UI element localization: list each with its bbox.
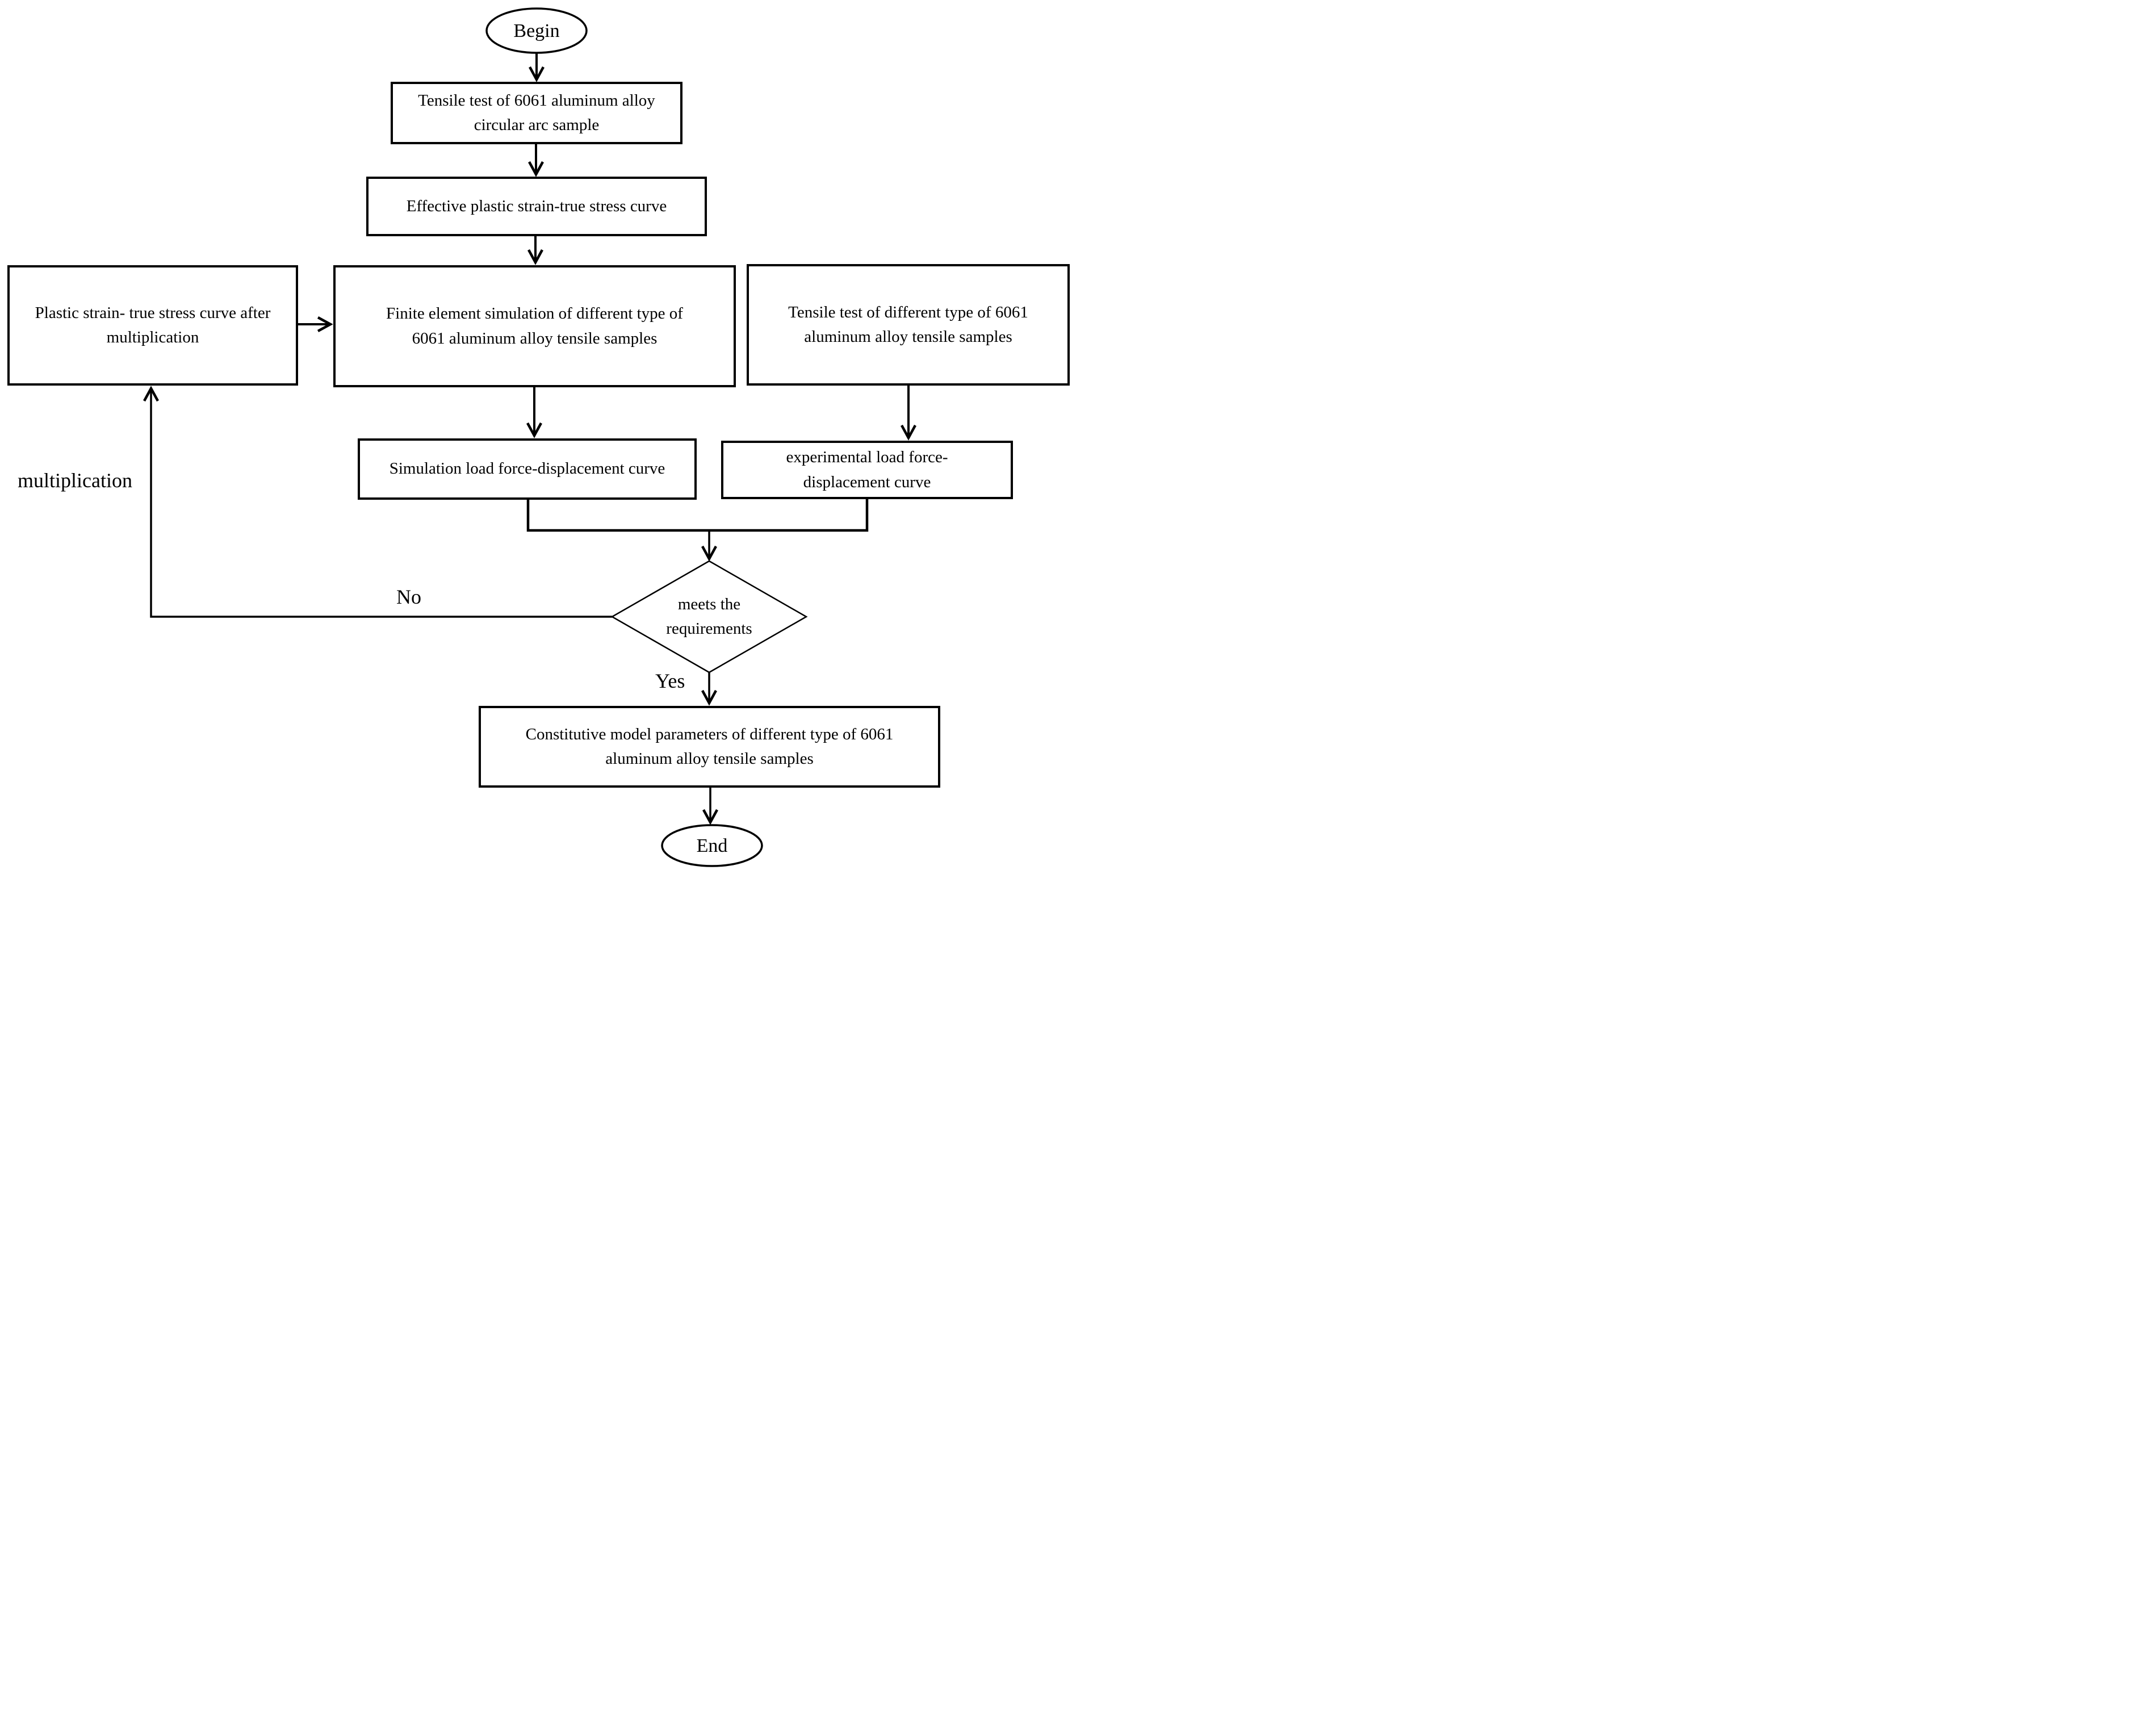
begin-terminator: Begin — [487, 9, 587, 53]
process-tensile-arc-test-label: Tensile test of 6061 aluminum alloy circ… — [418, 91, 655, 135]
begin-label: Begin — [513, 20, 560, 41]
end-terminator: End — [662, 825, 762, 866]
edge-label-yes: Yes — [655, 670, 685, 692]
flowchart-canvas: Begin Tensile test of 6061 aluminum allo… — [0, 0, 1072, 868]
process-tensile-type-test-label: Tensile test of different type of 6061 a… — [788, 303, 1028, 346]
process-tensile-type-test: Tensile test of different type of 6061 a… — [747, 264, 1070, 386]
process-fe-simulation: Finite element simulation of different t… — [333, 265, 736, 387]
edge-decision-no-loop — [143, 386, 612, 618]
edge-merge-bar — [526, 498, 869, 532]
process-experimental-curve-label: experimental load force-displacement cur… — [786, 448, 948, 491]
decision-node: meets the requirements — [641, 572, 777, 661]
process-tensile-arc-test: Tensile test of 6061 aluminum alloy circ… — [391, 82, 682, 144]
process-constitutive-params-label: Constitutive model parameters of differe… — [525, 725, 894, 768]
process-plastic-curve-multiplied: Plastic strain- true stress curve after … — [7, 265, 298, 386]
process-simulation-curve-label: Simulation load force-displacement curve — [389, 459, 665, 478]
end-terminator-shape — [661, 824, 763, 867]
end-label: End — [696, 835, 728, 856]
process-constitutive-params: Constitutive model parameters of differe… — [479, 706, 940, 788]
process-effective-curve-label: Effective plastic strain-true stress cur… — [406, 196, 667, 215]
process-experimental-curve: experimental load force-displacement cur… — [721, 441, 1013, 499]
decision-label: meets the requirements — [666, 595, 752, 638]
process-simulation-curve: Simulation load force-displacement curve — [358, 438, 697, 500]
process-plastic-curve-multiplied-label: Plastic strain- true stress curve after … — [35, 303, 271, 347]
flowchart-connectors — [143, 7, 916, 867]
process-effective-curve: Effective plastic strain-true stress cur… — [366, 177, 707, 236]
edge-label-no: No — [396, 585, 421, 608]
edge-label-multiplication: multiplication — [18, 469, 132, 492]
process-fe-simulation-label: Finite element simulation of different t… — [386, 304, 683, 348]
